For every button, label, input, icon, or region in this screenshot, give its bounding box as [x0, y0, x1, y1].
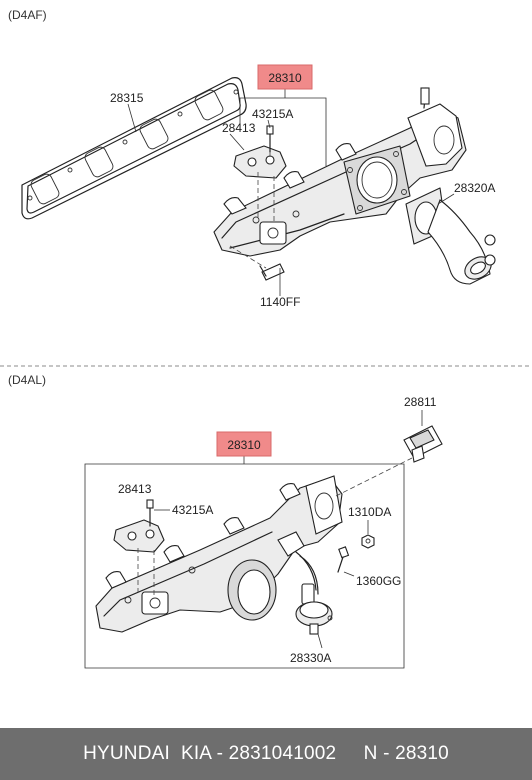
label-heat-shield-bottom: 28413 [118, 482, 152, 496]
stud-drawing-top [266, 125, 274, 160]
outlet-elbow-drawing [405, 187, 496, 285]
plug-drawing [335, 410, 443, 497]
label-exhaust-manifold-top: 28310 [268, 71, 302, 85]
footer-part-number: HYUNDAI KIA - 2831041002 N - 28310 [83, 743, 449, 764]
section-label-d4al: (D4AL) [8, 373, 46, 387]
top-assembly-bracket [239, 97, 327, 166]
label-plug: 28811 [404, 395, 437, 409]
label-exhaust-manifold-bottom: 28310 [227, 438, 261, 452]
main-part-highlight-top [257, 64, 313, 90]
stud-drawing-bottom [146, 499, 170, 527]
label-gasket: 28315 [110, 91, 144, 105]
label-stud-top: 43215A [252, 107, 293, 121]
label-outlet-elbow: 28320A [454, 181, 495, 195]
actuator-drawing [277, 531, 333, 649]
label-bolt-top: 1140FF [260, 295, 300, 309]
label-nut: 1310DA [348, 505, 391, 519]
main-part-highlight-bottom [216, 431, 272, 457]
label-bolt-bottom: 1360GG [356, 574, 401, 588]
nut-drawing [361, 520, 375, 549]
bottom-assembly-frame [84, 463, 405, 669]
exhaust-manifold-drawing-bottom [95, 475, 343, 633]
bolt-drawing-top [229, 245, 285, 296]
label-actuator: 28330A [290, 651, 331, 665]
label-heat-shield-top: 28413 [222, 121, 256, 135]
label-stud-bottom: 43215A [172, 503, 213, 517]
exhaust-manifold-drawing-top [213, 87, 467, 257]
heat-shield-drawing-bottom [113, 519, 165, 596]
footer-bar: HYUNDAI KIA - 2831041002 N - 28310 [0, 728, 532, 780]
bolt-drawing-bottom [337, 546, 355, 577]
exhaust-manifold-gasket-drawing [21, 77, 247, 220]
section-label-d4af: (D4AF) [8, 8, 47, 22]
parts-diagram: (D4AF) [0, 8, 532, 669]
